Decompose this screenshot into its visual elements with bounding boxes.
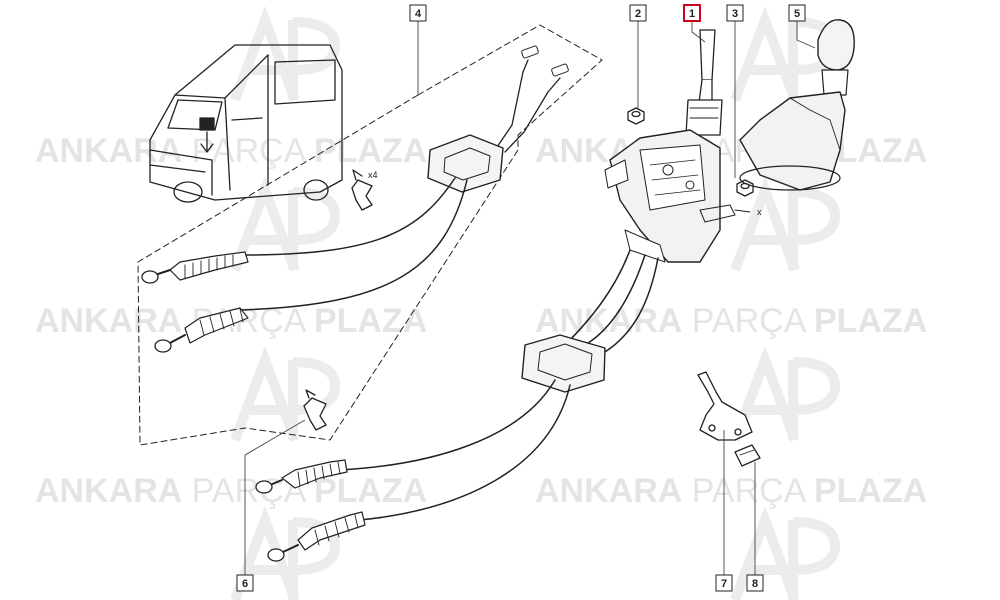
watermark-row: ANKARA PARÇA PLAZA: [535, 472, 927, 510]
callout-5: 5: [788, 4, 806, 22]
lower-cable-set: [255, 249, 659, 562]
svg-text:4: 4: [415, 8, 422, 20]
watermark-row: ANKARA PARÇA PLAZA: [35, 132, 427, 170]
callout-7: 7: [715, 574, 733, 592]
svg-text:5: 5: [794, 8, 800, 20]
assembly-boundary: [137, 24, 603, 446]
callout-6: 6: [236, 574, 254, 592]
bracket-part-7: [697, 371, 753, 441]
svg-text:2: 2: [635, 8, 641, 20]
callout-1: 1: [683, 4, 701, 22]
watermark-row: ANKARA PARÇA PLAZA: [535, 132, 927, 170]
callout-8: 8: [746, 574, 764, 592]
callout-2: 2: [629, 4, 647, 22]
watermark-row: ANKARA PARÇA PLAZA: [535, 302, 927, 340]
van-illustration: [149, 44, 343, 203]
svg-text:3: 3: [732, 8, 738, 20]
callout-3: 3: [726, 4, 744, 22]
nut-part-2: [627, 107, 645, 125]
watermark-row: ANKARA PARÇA PLAZA: [35, 472, 427, 510]
clip-part-lower: [303, 389, 327, 431]
cross-mark-label: x: [757, 207, 762, 217]
clip-part-upper: [351, 169, 373, 211]
watermark-logos: [230, 5, 841, 600]
nut-part-3: [736, 179, 754, 197]
callout-4: 4: [409, 4, 427, 22]
upper-cable-set: [141, 45, 569, 353]
gear-shifter-mechanism: [604, 29, 751, 263]
svg-text:6: 6: [242, 578, 248, 590]
pad-part-8: [734, 444, 761, 467]
svg-text:7: 7: [721, 578, 727, 590]
leader-lines: [244, 21, 816, 575]
svg-text:1: 1: [689, 8, 695, 20]
svg-text:8: 8: [752, 578, 758, 590]
gear-knob-boot: [739, 19, 855, 191]
clip-quantity-label: x4: [368, 170, 378, 180]
